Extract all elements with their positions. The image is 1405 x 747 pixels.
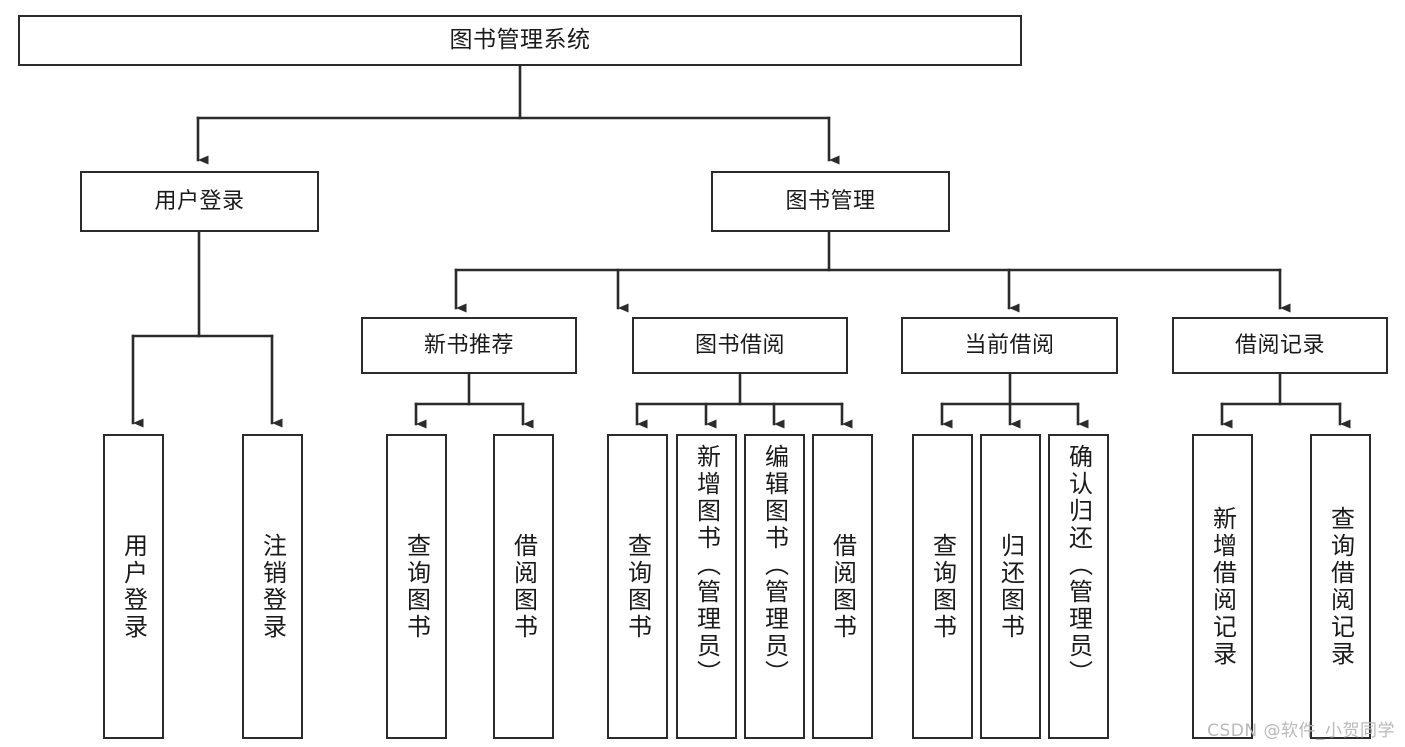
leaf-new-book-borrow-book[interactable]: 借阅图书 (493, 434, 554, 739)
leaf-borrow-record-add-record[interactable]: 新增借阅记录 (1192, 434, 1253, 739)
leaf-current-borrow-return-book[interactable]: 归还图书 (980, 434, 1041, 739)
leaf-current-borrow-query-book[interactable]: 查询图书 (912, 434, 973, 739)
node-label: 查询借阅记录 (1326, 505, 1355, 668)
node-label: 确认归还（管理员） (1064, 444, 1093, 687)
node-label: 注销登录 (258, 532, 287, 641)
node-label: 查询图书 (402, 532, 431, 641)
node-new-book-recommend[interactable]: 新书推荐 (361, 317, 577, 374)
node-book-borrow[interactable]: 图书借阅 (632, 317, 848, 374)
leaf-user-login-login[interactable]: 用户登录 (103, 434, 164, 739)
node-label: 图书借阅 (694, 332, 785, 358)
node-label: 借阅图书 (509, 532, 538, 641)
node-label: 新增图书（管理员） (692, 444, 721, 687)
node-borrow-record[interactable]: 借阅记录 (1172, 317, 1388, 374)
node-label: 查询图书 (623, 532, 652, 641)
node-current-borrow[interactable]: 当前借阅 (901, 317, 1118, 374)
node-book-management[interactable]: 图书管理 (711, 171, 950, 232)
node-label: 新书推荐 (423, 332, 514, 358)
leaf-borrow-record-query-record[interactable]: 查询借阅记录 (1310, 434, 1371, 739)
leaf-new-book-query-book[interactable]: 查询图书 (386, 434, 447, 739)
node-label: 用户登录 (154, 188, 245, 214)
leaf-user-login-logout[interactable]: 注销登录 (242, 434, 303, 739)
node-label: 查询图书 (928, 532, 957, 641)
node-label: 归还图书 (996, 532, 1025, 641)
leaf-book-borrow-query-book[interactable]: 查询图书 (607, 434, 668, 739)
node-label: 图书管理 (785, 188, 876, 214)
leaf-current-borrow-confirm-return-admin[interactable]: 确认归还（管理员） (1048, 434, 1109, 739)
node-label: 图书管理系统 (449, 27, 591, 54)
node-root-book-management-system[interactable]: 图书管理系统 (18, 15, 1022, 66)
csdn-watermark: CSDN @软件_小贺同学 (1207, 721, 1395, 741)
node-label: 借阅图书 (828, 532, 857, 641)
node-label: 用户登录 (119, 532, 148, 641)
leaf-book-borrow-edit-book-admin[interactable]: 编辑图书（管理员） (744, 434, 805, 739)
leaf-book-borrow-borrow-book[interactable]: 借阅图书 (812, 434, 873, 739)
leaf-book-borrow-add-book-admin[interactable]: 新增图书（管理员） (676, 434, 737, 739)
node-label: 编辑图书（管理员） (760, 444, 789, 687)
node-user-login[interactable]: 用户登录 (80, 171, 319, 232)
node-label: 当前借阅 (964, 332, 1055, 358)
node-label: 新增借阅记录 (1208, 505, 1237, 668)
node-label: 借阅记录 (1234, 332, 1325, 358)
